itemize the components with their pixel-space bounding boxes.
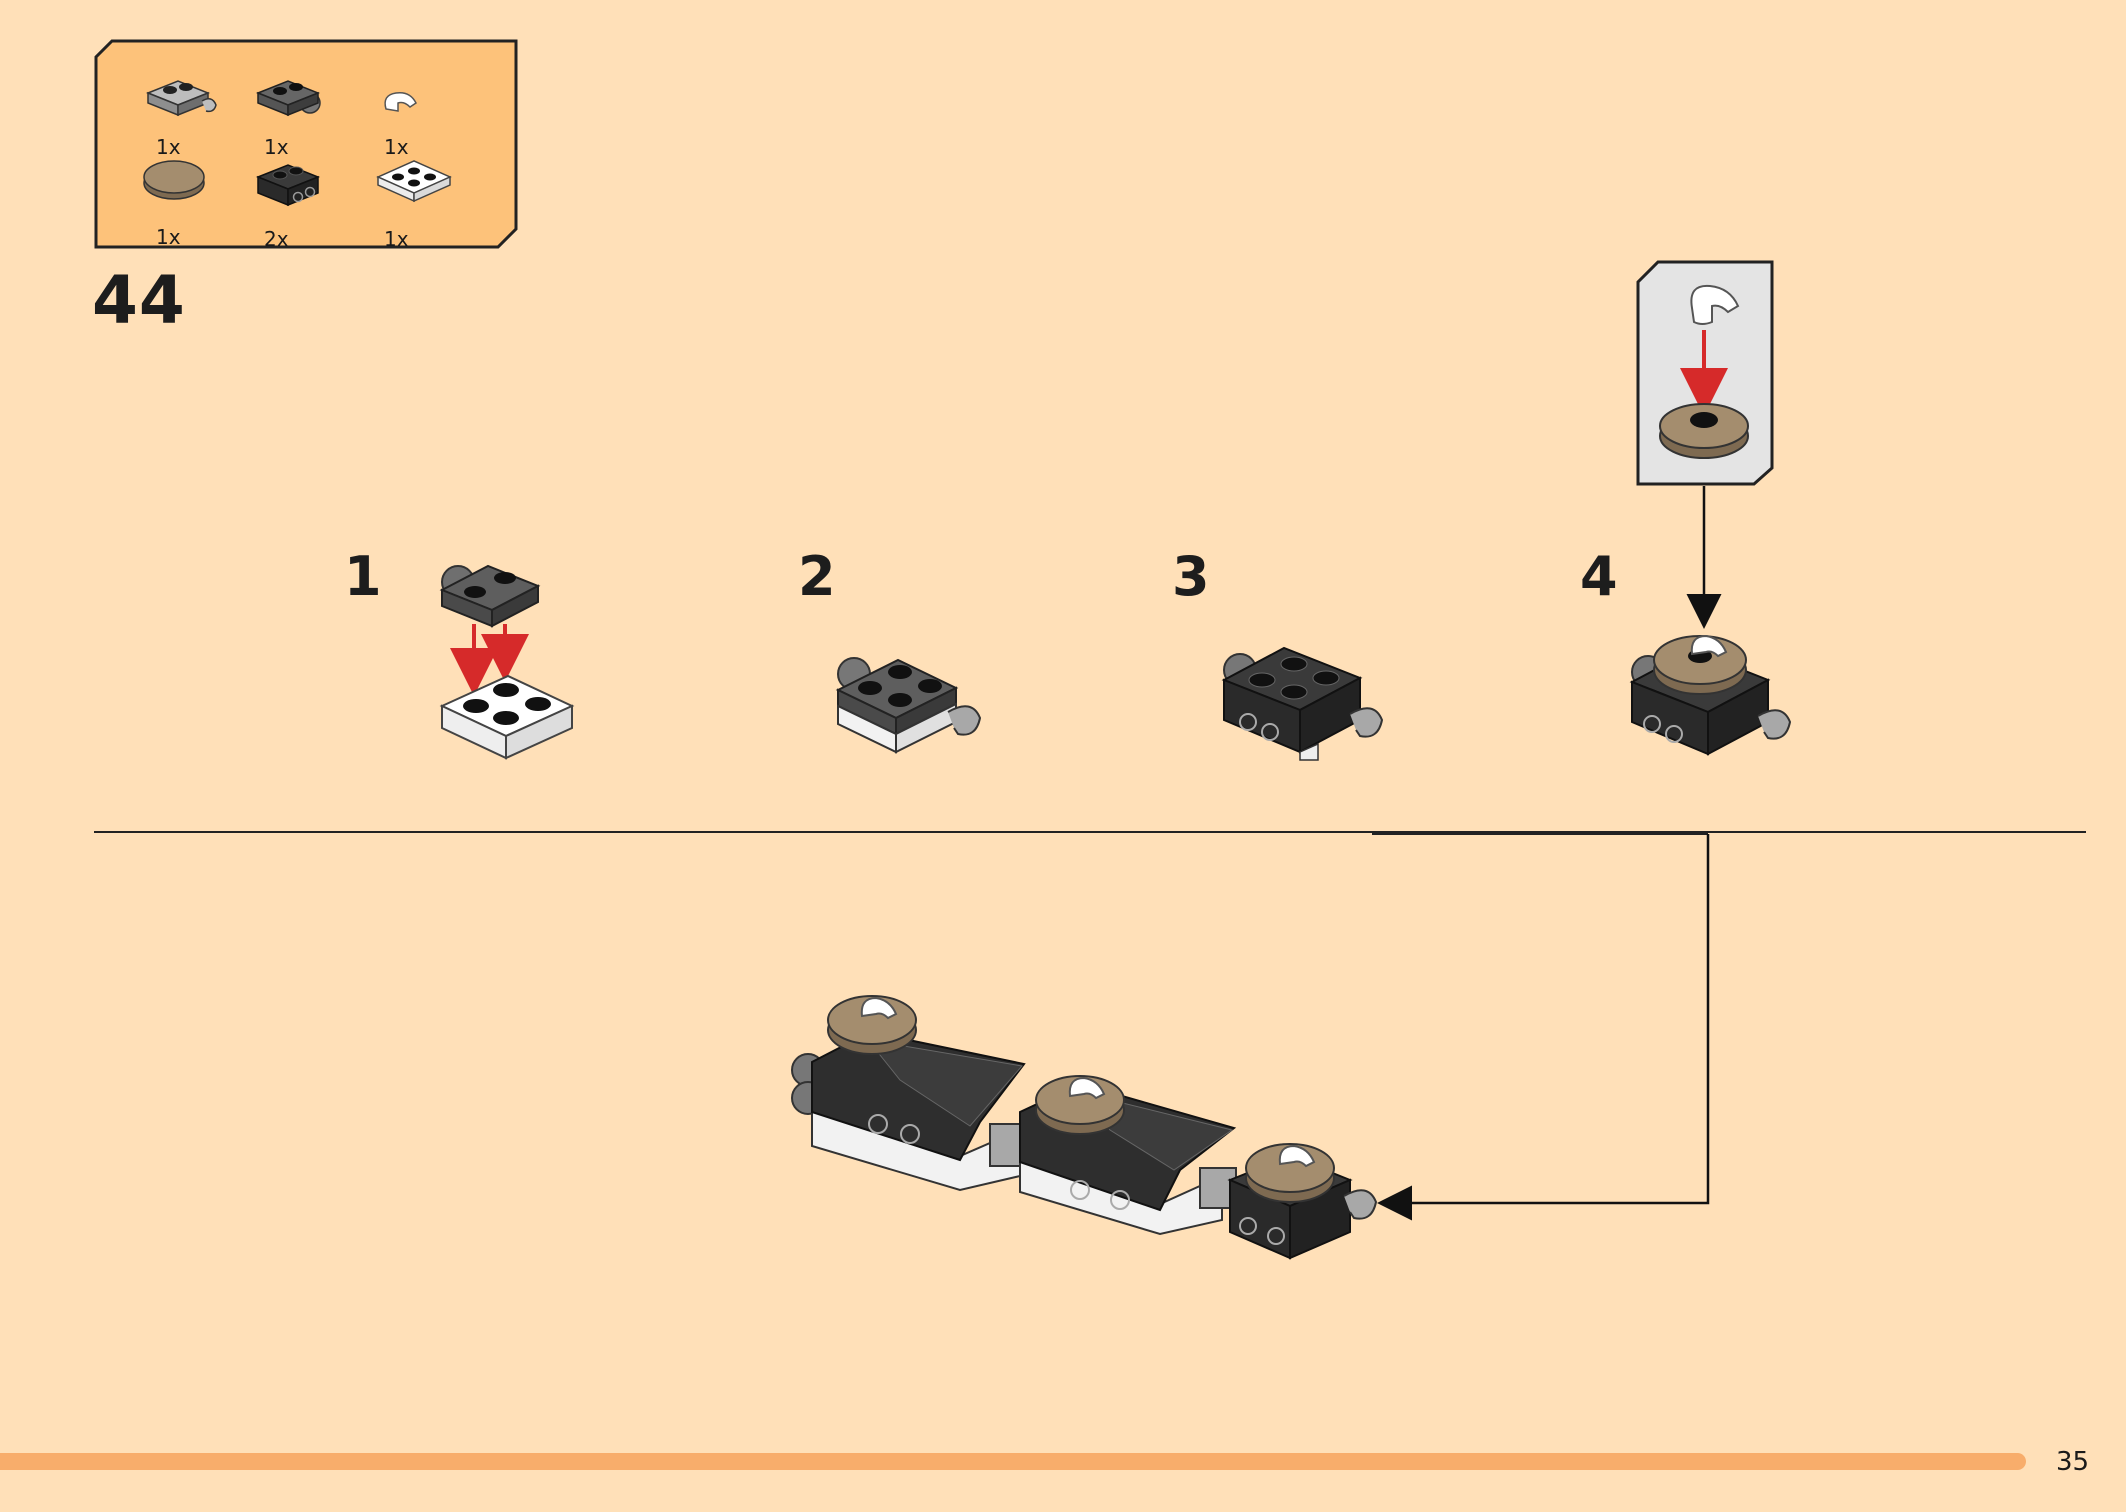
sub-step-number: 4 (1580, 545, 1618, 608)
white-horn-icon (384, 91, 417, 112)
part-qty: 1x (384, 135, 409, 159)
part-item: 1x (374, 57, 484, 159)
sub-step-number: 1 (344, 545, 382, 608)
part-item: 1x (374, 143, 484, 251)
page-number: 35 (2056, 1447, 2090, 1477)
final-assembly (791, 995, 1378, 1260)
part-qty: 1x (156, 225, 181, 249)
sub-step-number: 2 (798, 545, 836, 608)
part-qty: 2x (264, 227, 289, 251)
sub-step-4-build (1629, 634, 1792, 756)
progress-bar (0, 1453, 2026, 1470)
sub-step-3-build (1221, 646, 1384, 761)
black-brick-studs-icon (255, 164, 321, 207)
white-plate-2x2-icon (376, 160, 452, 203)
step-number: 44 (92, 262, 186, 339)
callout-box (1636, 260, 1774, 629)
part-item: 1x (142, 149, 252, 249)
part-qty: 1x (384, 227, 409, 251)
part-item: 1x (142, 57, 252, 159)
sub-step-1-build (439, 564, 575, 760)
attach-arrow (1377, 834, 1710, 1221)
part-item: 1x (254, 57, 364, 159)
tan-round-tile-icon (143, 160, 205, 200)
part-item: 2x (254, 143, 364, 251)
dark-plate-ball-icon (255, 80, 321, 117)
part-qty: 1x (264, 135, 289, 159)
sub-step-2-build (835, 657, 982, 754)
parts-list-box: 1x 1x 1x 1x (94, 39, 518, 251)
sub-step-number: 3 (1172, 545, 1210, 608)
gray-plate-clip-icon (145, 80, 217, 117)
part-qty: 1x (156, 135, 181, 159)
